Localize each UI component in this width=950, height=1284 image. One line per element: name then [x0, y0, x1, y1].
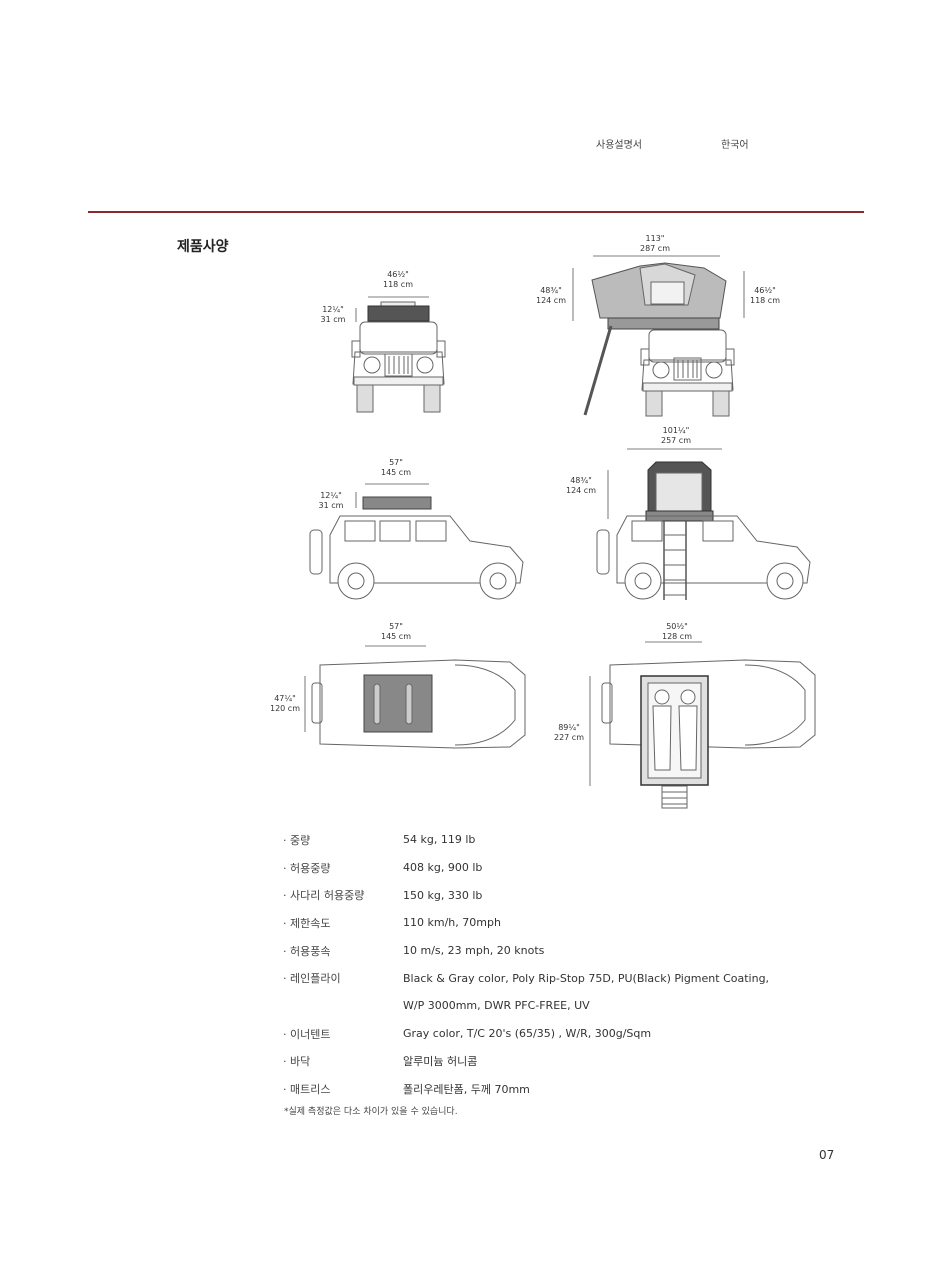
spec-value: 54 kg, 119 lb	[403, 833, 476, 847]
spec-row: · 사다리 허용중량 150 kg, 330 lb	[283, 881, 803, 909]
front-view-closed	[351, 301, 446, 413]
spec-label: · 사다리 허용중량	[283, 889, 365, 903]
header-rule	[88, 211, 864, 213]
dim-side-closed-width: 57"145 cm	[380, 458, 411, 477]
dim-side-open-height: 48¾"124 cm	[565, 476, 596, 495]
spec-value: 폴리우레탄폼, 두께 70mm	[403, 1083, 530, 1097]
dim-front-open-height-right: 46½"118 cm	[749, 286, 780, 305]
spec-value: 10 m/s, 23 mph, 20 knots	[403, 944, 545, 958]
side-view-open	[596, 461, 811, 600]
spec-value: Gray color, T/C 20's (65/35) , W/R, 300g…	[403, 1027, 652, 1041]
spec-list: · 중량 54 kg, 119 lb · 허용중량 408 kg, 900 lb ·…	[283, 826, 803, 1103]
spec-value: W/P 3000mm, DWR PFC-FREE, UV	[403, 999, 590, 1013]
spec-value: Black & Gray color, Poly Rip-Stop 75D, P…	[403, 971, 770, 985]
spec-value: 110 km/h, 70mph	[403, 916, 501, 930]
side-view-closed	[309, 496, 524, 600]
spec-label: · 허용중량	[283, 861, 331, 875]
dim-front-open-width: 113"287 cm	[639, 234, 670, 253]
spec-label: · 매트리스	[283, 1083, 331, 1097]
dim-top-open-height: 89¼"227 cm	[553, 723, 584, 742]
measurement-note: *실제 측정값은 다소 차이가 있을 수 있습니다.	[284, 1107, 458, 1117]
spec-row: · 이너텐트 Gray color, T/C 20's (65/35) , W/R…	[283, 1020, 803, 1048]
spec-row: W/P 3000mm, DWR PFC-FREE, UV	[283, 992, 803, 1020]
spec-row: · 허용풍속 10 m/s, 23 mph, 20 knots	[283, 937, 803, 965]
dim-side-open-width: 101¼"257 cm	[660, 426, 691, 445]
spec-row: · 허용중량 408 kg, 900 lb	[283, 854, 803, 882]
spec-value: 408 kg, 900 lb	[403, 861, 483, 875]
top-view-closed	[311, 659, 526, 749]
spec-row: · 제한속도 110 km/h, 70mph	[283, 909, 803, 937]
spec-label: · 제한속도	[283, 916, 331, 930]
dimension-lines	[304, 255, 745, 786]
spec-label: · 중량	[283, 833, 311, 847]
dim-front-closed-width: 46½"118 cm	[382, 270, 413, 289]
dim-front-closed-height: 12¼"31 cm	[320, 305, 346, 324]
spec-row: · 매트리스 폴리우레탄폼, 두께 70mm	[283, 1075, 803, 1103]
spec-label: · 바닥	[283, 1055, 311, 1069]
dim-top-open-width: 50½"128 cm	[661, 622, 692, 641]
spec-row: · 중량 54 kg, 119 lb	[283, 826, 803, 854]
dim-top-closed-width: 57"145 cm	[380, 622, 411, 641]
spec-label: · 허용풍속	[283, 944, 331, 958]
dim-top-closed-height: 47¼"120 cm	[269, 694, 300, 713]
top-view-open	[601, 659, 816, 809]
spec-label: · 이너텐트	[283, 1027, 331, 1041]
page-number: 07	[819, 1148, 835, 1162]
spec-value: 알루미늄 허니콤	[403, 1055, 478, 1069]
dim-front-open-height-left: 48¾"124 cm	[535, 286, 566, 305]
spec-label: · 레인플라이	[283, 972, 341, 986]
spec-value: 150 kg, 330 lb	[403, 888, 483, 902]
language-label: 한국어	[721, 140, 749, 151]
section-title: 제품사양	[177, 239, 229, 255]
front-view-open	[583, 262, 735, 417]
dim-side-closed-height: 12¼"31 cm	[318, 491, 344, 510]
spec-row: · 바닥 알루미늄 허니콤	[283, 1048, 803, 1076]
doc-title: 사용설명서	[596, 140, 642, 151]
spec-row: · 레인플라이 Black & Gray color, Poly Rip-Stop…	[283, 964, 803, 992]
